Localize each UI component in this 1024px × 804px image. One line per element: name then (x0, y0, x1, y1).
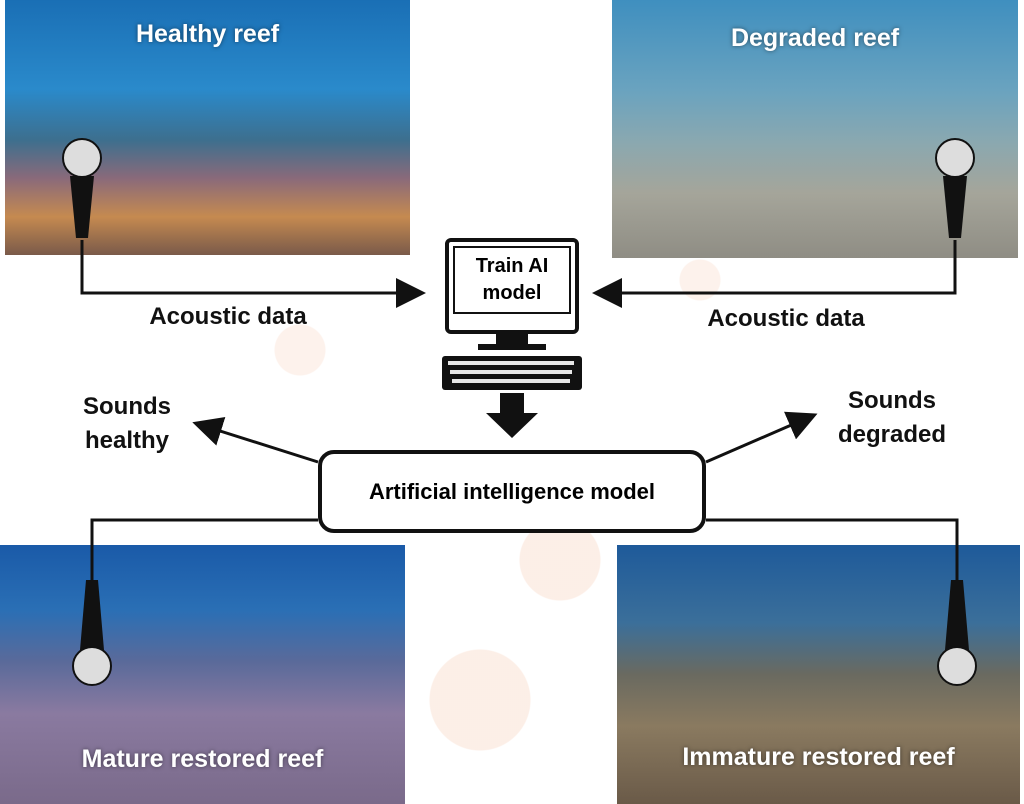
microphone-icon (935, 138, 975, 238)
sounds-healthy-label: Sounds healthy (83, 393, 171, 454)
healthy-reef-title: Healthy reef (135, 20, 280, 48)
sounds-healthy-arrow (192, 416, 319, 464)
sounds-degraded-arrow (705, 411, 818, 464)
computer-monitor-icon: Train AI model (445, 238, 579, 334)
microphone-icon (72, 580, 112, 686)
ai-model-box: Artificial intelligence model (318, 450, 706, 533)
acoustic-arrow-left (80, 240, 426, 308)
acoustic-arrow-right (592, 240, 957, 308)
monitor-screen-text: Train AI model (453, 246, 571, 314)
keyboard-icon (442, 334, 582, 390)
mature-mic-cable (90, 518, 318, 580)
microphone-icon (62, 138, 102, 238)
acoustic-data-label-left: Acoustic data (149, 303, 307, 330)
immature-reef-title: Immature restored reef (682, 743, 955, 771)
ai-model-label: Artificial intelligence model (368, 478, 656, 504)
microphone-icon (937, 580, 977, 686)
mature-restored-reef-photo: Mature restored reef (0, 545, 405, 804)
mature-reef-title: Mature restored reef (81, 745, 324, 773)
immature-mic-cable (706, 518, 959, 580)
healthy-reef-photo: Healthy reef (5, 0, 410, 255)
acoustic-data-label-right: Acoustic data (707, 305, 865, 332)
degraded-reef-title: Degraded reef (730, 24, 900, 52)
down-arrow-icon (486, 393, 538, 438)
sounds-degraded-label: Sounds degraded (837, 387, 947, 448)
